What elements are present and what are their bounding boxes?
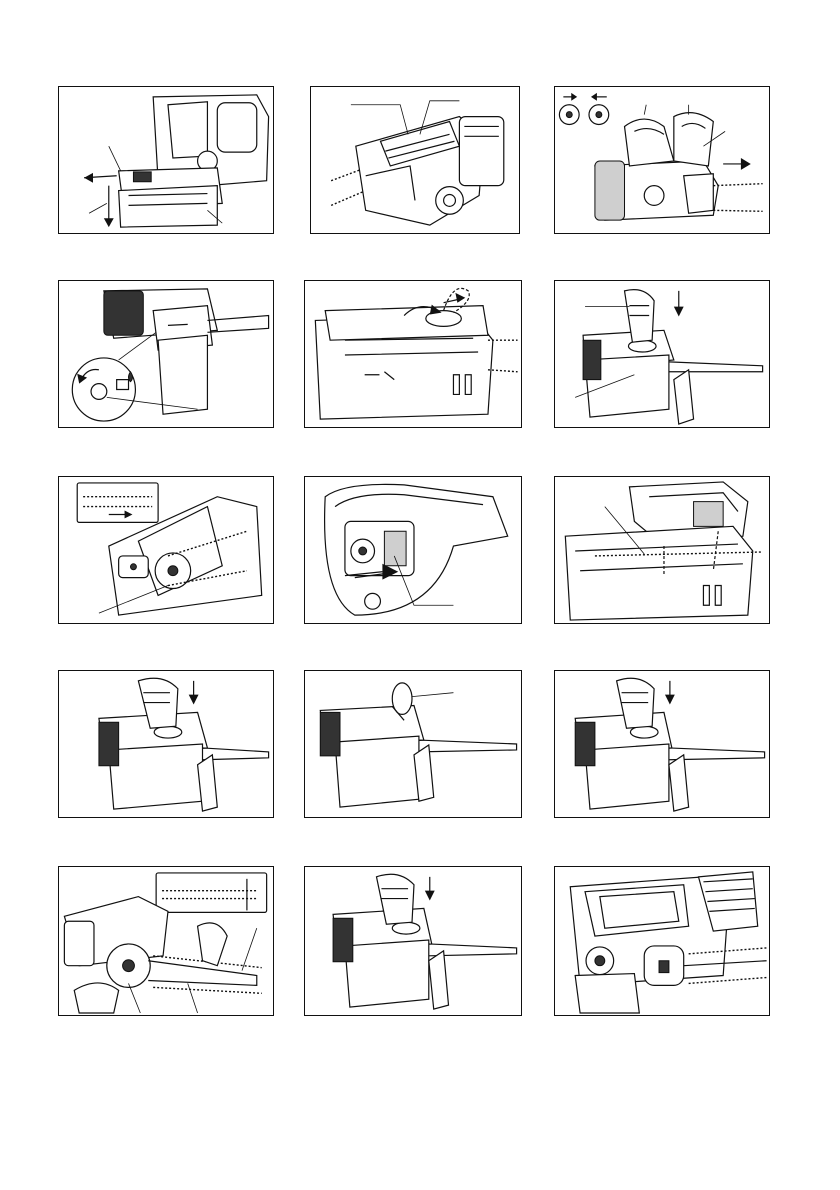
figure-7 — [58, 476, 274, 624]
figure-13 — [58, 866, 274, 1016]
lever-open-icon — [305, 281, 521, 427]
knob-press-icon — [59, 671, 273, 817]
oil-cap-icon — [59, 281, 273, 427]
figure-1 — [58, 86, 274, 234]
knob-press-icon — [555, 281, 769, 427]
chain-direction-icon — [59, 477, 273, 623]
lever-raised-icon — [305, 671, 521, 817]
figure-5 — [304, 280, 522, 428]
figure-4 — [58, 280, 274, 428]
cover-install-icon — [555, 477, 769, 623]
figure-11 — [304, 670, 522, 818]
assembled-saw-icon — [555, 867, 769, 1015]
chain-tension-icon — [59, 867, 273, 1015]
figure-6 — [554, 280, 770, 428]
figure-3 — [554, 86, 770, 234]
knob-press-icon — [555, 671, 769, 817]
battery-removal-icon — [59, 87, 273, 233]
knob-press-icon — [305, 867, 521, 1015]
figure-15 — [554, 866, 770, 1016]
figure-9 — [554, 476, 770, 624]
chain-brake-icon — [555, 87, 769, 233]
figure-2 — [310, 86, 520, 234]
figure-10 — [58, 670, 274, 818]
tool-overview-icon — [311, 87, 519, 233]
figure-14 — [304, 866, 522, 1016]
sprocket-cover-icon — [305, 477, 521, 623]
figure-8 — [304, 476, 522, 624]
figure-12 — [554, 670, 770, 818]
